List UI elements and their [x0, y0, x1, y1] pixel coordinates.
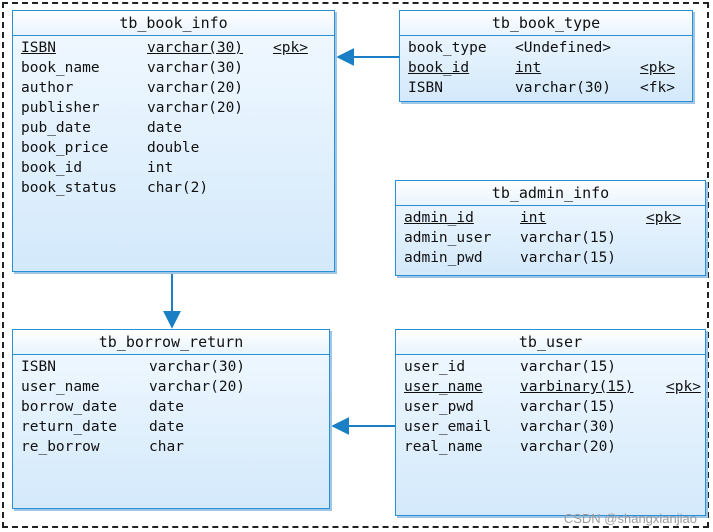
column-row: ISBN varchar(30) <fk>: [408, 78, 684, 98]
column-type: int: [520, 210, 547, 226]
entity-title: tb_user: [396, 330, 705, 355]
column-row: book_name varchar(30): [21, 58, 326, 78]
column-name: pub_date: [21, 120, 91, 136]
watermark: CSDN @shangxianjiao: [563, 511, 697, 526]
column-row: admin_id int <pk>: [404, 208, 697, 228]
column-name: user_email: [404, 419, 492, 435]
column-type: varchar(30): [515, 80, 612, 96]
column-row: user_name varchar(20): [21, 377, 321, 397]
entity-tb-borrow-return[interactable]: tb_borrow_return ISBN varchar(30) user_nam…: [12, 329, 330, 509]
column-type: int: [515, 60, 542, 76]
column-row: return_date date: [21, 417, 321, 437]
entity-columns: book_type <Undefined> book_id int <pk> ISBN va…: [400, 36, 692, 100]
entity-title: tb_borrow_return: [13, 330, 329, 355]
column-type: varbinary(15): [520, 379, 634, 395]
column-name: ISBN: [408, 80, 443, 96]
column-type: varchar(30): [520, 419, 617, 435]
column-type: varchar(15): [520, 230, 617, 246]
entity-title: tb_book_type: [400, 11, 692, 36]
column-name: book_type: [408, 40, 487, 56]
column-type: varchar(15): [520, 250, 617, 266]
column-row: ISBN varchar(30): [21, 357, 321, 377]
column-name: user_pwd: [404, 399, 474, 415]
entity-tb-user[interactable]: tb_user user_id varchar(15) user_name varbi…: [395, 329, 706, 516]
column-name: book_price: [21, 140, 109, 156]
column-name: ISBN: [21, 359, 56, 375]
column-row: real_name varchar(20): [404, 437, 697, 457]
column-key: <pk>: [640, 60, 675, 76]
column-key: <pk>: [646, 210, 681, 226]
column-type: varchar(20): [147, 80, 244, 96]
column-type: int: [147, 160, 174, 176]
column-row: re_borrow char: [21, 437, 321, 457]
entity-title: tb_book_info: [13, 11, 334, 36]
column-type: char(2): [147, 180, 209, 196]
column-name: re_borrow: [21, 439, 100, 455]
column-row: borrow_date date: [21, 397, 321, 417]
column-name: borrow_date: [21, 399, 118, 415]
column-row: user_email varchar(30): [404, 417, 697, 437]
column-name: admin_user: [404, 230, 492, 246]
column-type: varchar(30): [147, 40, 244, 56]
column-type: varchar(15): [520, 399, 617, 415]
column-row: admin_pwd varchar(15): [404, 248, 697, 268]
column-key: <pk>: [666, 379, 701, 395]
column-row: user_name varbinary(15) <pk>: [404, 377, 701, 397]
column-row: publisher varchar(20): [21, 98, 326, 118]
column-row: user_pwd varchar(15): [404, 397, 697, 417]
column-name: book_status: [21, 180, 118, 196]
column-name: user_name: [21, 379, 100, 395]
entity-tb-book-type[interactable]: tb_book_type book_type <Undefined> book_id…: [399, 10, 693, 102]
column-type: varchar(30): [149, 359, 246, 375]
column-name: publisher: [21, 100, 100, 116]
column-name: author: [21, 80, 74, 96]
column-row: book_status char(2): [21, 178, 326, 198]
column-name: book_name: [21, 60, 100, 76]
column-type: varchar(20): [149, 379, 246, 395]
column-key: <fk>: [640, 80, 675, 96]
column-name: return_date: [21, 419, 118, 435]
column-name: book_id: [21, 160, 83, 176]
column-name: user_id: [404, 359, 466, 375]
column-type: varchar(20): [520, 439, 617, 455]
column-type: char: [149, 439, 184, 455]
column-name: admin_id: [404, 210, 474, 226]
entity-columns: ISBN varchar(30) user_name varchar(20) borro…: [13, 355, 329, 459]
column-name: user_name: [404, 379, 483, 395]
column-row: pub_date date: [21, 118, 326, 138]
column-name: ISBN: [21, 40, 56, 56]
entity-tb-book-info[interactable]: tb_book_info ISBN varchar(30) <pk> book_nam…: [12, 10, 335, 272]
column-name: book_id: [408, 60, 470, 76]
column-name: admin_pwd: [404, 250, 483, 266]
column-name: real_name: [404, 439, 483, 455]
column-type: date: [149, 419, 184, 435]
column-type: varchar(15): [520, 359, 617, 375]
column-type: date: [147, 120, 182, 136]
column-row: book_type <Undefined>: [408, 38, 684, 58]
column-key: <pk>: [273, 40, 308, 56]
column-type: varchar(30): [147, 60, 244, 76]
column-row: book_price double: [21, 138, 326, 158]
column-type: date: [149, 399, 184, 415]
column-row: user_id varchar(15): [404, 357, 697, 377]
column-row: book_id int <pk>: [408, 58, 684, 78]
column-row: admin_user varchar(15): [404, 228, 697, 248]
column-row: book_id int: [21, 158, 326, 178]
column-row: author varchar(20): [21, 78, 326, 98]
column-row: ISBN varchar(30) <pk>: [21, 38, 326, 58]
entity-columns: ISBN varchar(30) <pk> book_name varchar(30) a…: [13, 36, 334, 200]
entity-title: tb_admin_info: [396, 181, 705, 206]
column-type: double: [147, 140, 200, 156]
column-type: <Undefined>: [515, 40, 612, 56]
column-type: varchar(20): [147, 100, 244, 116]
entity-columns: user_id varchar(15) user_name varbinary(15)…: [396, 355, 705, 459]
